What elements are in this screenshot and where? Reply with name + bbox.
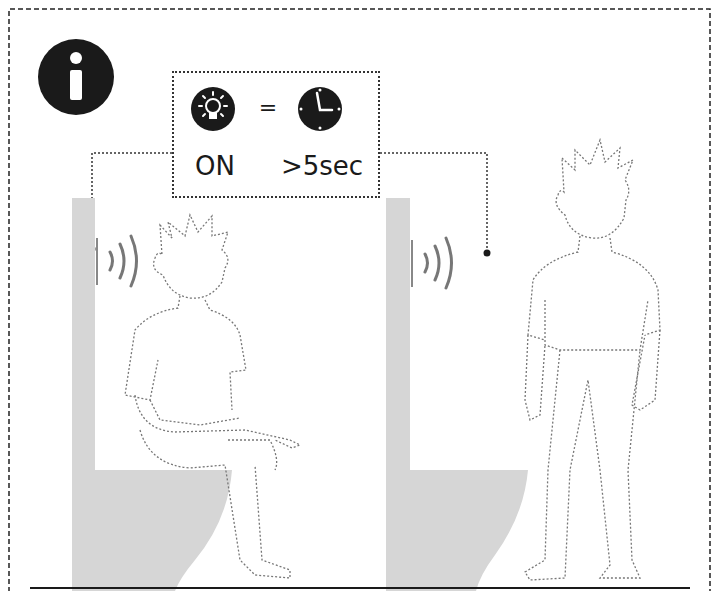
leader-line xyxy=(92,153,487,250)
equals-sign: = xyxy=(259,97,277,119)
wall xyxy=(72,198,95,591)
sensor xyxy=(97,236,137,286)
seated-person xyxy=(125,215,300,578)
standing-person xyxy=(525,140,660,580)
state-label: ON xyxy=(195,153,235,179)
duration-label: >5sec xyxy=(281,153,363,179)
info-icon xyxy=(38,39,114,115)
clock-icon xyxy=(298,87,342,131)
toilet xyxy=(95,470,232,591)
frame xyxy=(9,9,710,591)
info-box: ON = >5sec xyxy=(172,71,380,198)
floor xyxy=(30,587,690,589)
sensor-dot xyxy=(484,250,491,257)
wall xyxy=(386,198,410,591)
sensor xyxy=(412,238,452,288)
light-icon xyxy=(191,87,235,131)
toilet xyxy=(410,470,528,591)
